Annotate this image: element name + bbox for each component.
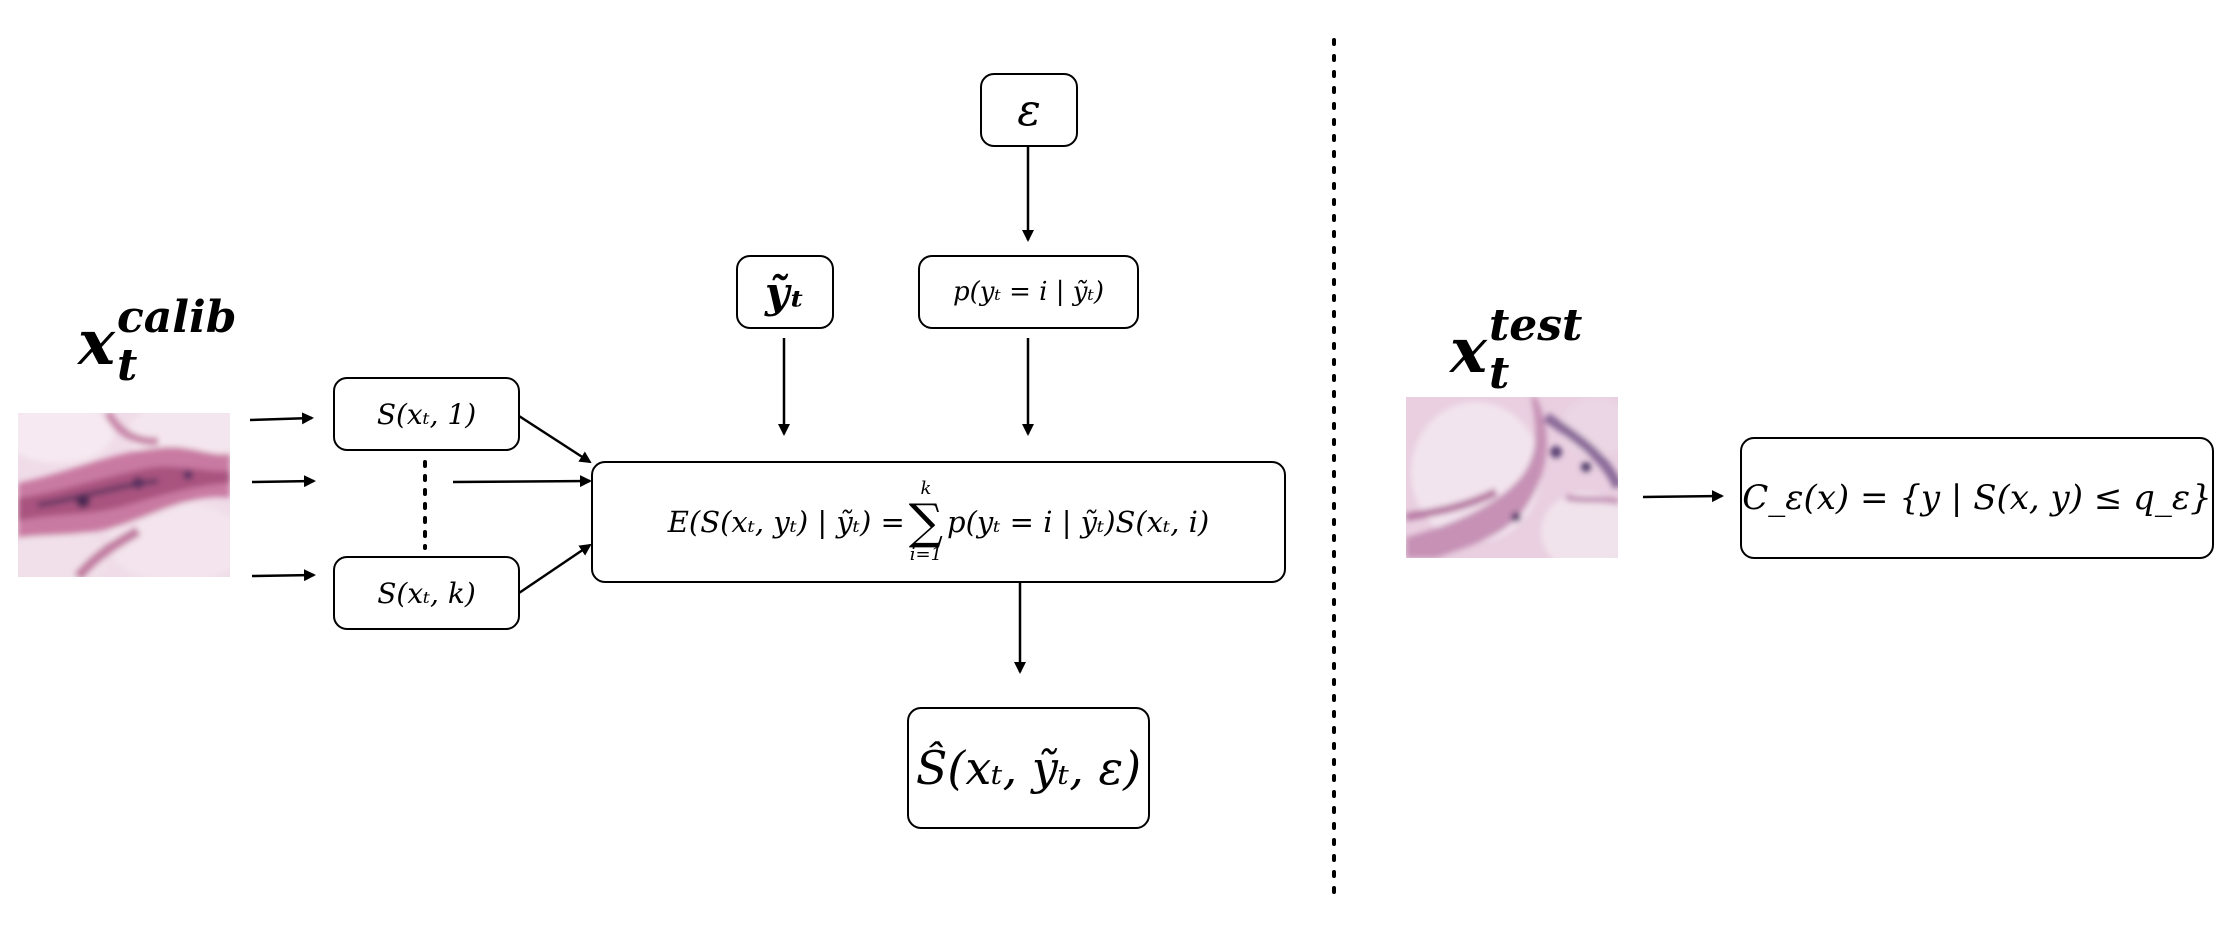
test-input-sup: test bbox=[1488, 300, 1583, 351]
calib-input-sub: t bbox=[116, 340, 138, 391]
calib-input-base: x bbox=[78, 306, 115, 379]
calib-input-label: x calib t bbox=[78, 296, 255, 388]
sum-lower-limit: i=1 bbox=[909, 544, 943, 565]
arrow-calib-to-score-k bbox=[251, 569, 316, 582]
noisy-label-box: ỹₜ bbox=[736, 255, 834, 329]
sum-operator: k ∑ i=1 bbox=[909, 480, 943, 564]
calib-input-sup: calib bbox=[116, 292, 237, 343]
arrow-calib-middle bbox=[251, 475, 316, 488]
arrow-score-k-to-expectation bbox=[518, 543, 592, 595]
transition-prob-box: p(yₜ = i | ỹₜ) bbox=[918, 255, 1139, 329]
test-input-sub: t bbox=[1488, 348, 1510, 399]
test-tissue-image bbox=[1406, 397, 1618, 558]
arrow-middle-to-expectation bbox=[452, 475, 592, 488]
score-box-first: S(xₜ, 1) bbox=[333, 377, 520, 451]
sum-upper-limit: k bbox=[920, 478, 932, 499]
expectation-rhs: p(yₜ = i | ỹₜ)S(xₜ, i) bbox=[947, 505, 1210, 539]
calib-tissue-image bbox=[18, 413, 230, 577]
adjusted-score-box: Ŝ(xₜ, ỹₜ, ε) bbox=[907, 707, 1150, 829]
expectation-box: E(S(xₜ, yₜ) | ỹₜ) = k ∑ i=1 p(yₜ = i | ỹ… bbox=[591, 461, 1286, 583]
expectation-lhs: E(S(xₜ, yₜ) | ỹₜ) = bbox=[667, 505, 905, 539]
prediction-set-box: C_ε(x) = {y | S(x, y) ≤ q_ε} bbox=[1740, 437, 2214, 559]
test-input-base: x bbox=[1450, 314, 1487, 387]
score-box-last: S(xₜ, k) bbox=[333, 556, 520, 630]
arrow-calib-to-score-1 bbox=[249, 412, 314, 425]
arrow-score-1-to-expectation bbox=[518, 414, 592, 464]
test-input-label: x test t bbox=[1450, 304, 1607, 396]
arrow-test-to-prediction-set bbox=[1642, 490, 1724, 503]
epsilon-box: ε bbox=[980, 73, 1078, 147]
sum-symbol: ∑ bbox=[908, 494, 944, 550]
